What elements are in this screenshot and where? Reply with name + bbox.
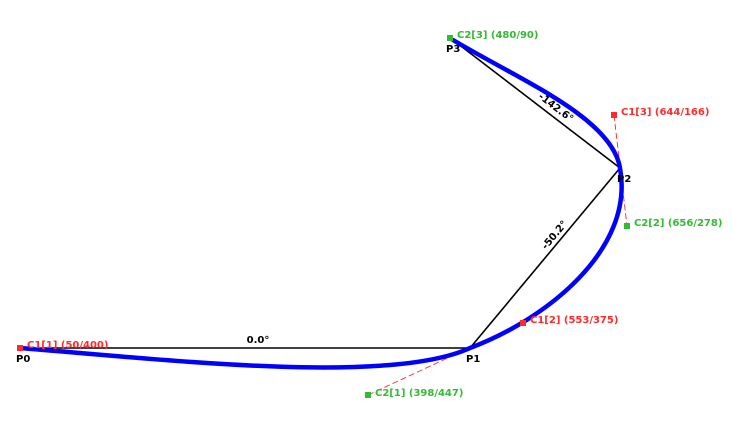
- polygon-segment-p2-p3: [452, 39, 621, 169]
- handle-line-p1: [367, 322, 524, 396]
- c1-3-marker[interactable]: [611, 112, 617, 118]
- point-label-p1: P1: [466, 354, 480, 365]
- c1-2-label: C1[2] (553/375): [530, 315, 618, 326]
- c2-3-label: C2[3] (480/90): [457, 30, 538, 41]
- angle-label-p0-p1: 0.0°: [247, 335, 270, 346]
- c2-2-label: C2[2] (656/278): [634, 218, 722, 229]
- control-points: [17, 35, 630, 398]
- point-label-p0: P0: [16, 354, 30, 365]
- polygon-segment-p1-p2: [469, 167, 621, 349]
- handle-lines: [367, 114, 628, 396]
- c1-1-marker[interactable]: [17, 345, 23, 351]
- c2-1-label: C2[1] (398/447): [375, 388, 463, 399]
- c2-3-marker[interactable]: [447, 35, 453, 41]
- control-polygon: [20, 39, 621, 349]
- c2-1-marker[interactable]: [365, 392, 371, 398]
- c2-2-marker[interactable]: [624, 223, 630, 229]
- point-label-p3: P3: [446, 44, 460, 55]
- bezier-curve: [17, 37, 624, 370]
- c1-2-marker[interactable]: [520, 320, 526, 326]
- point-label-p2: P2: [617, 174, 631, 185]
- c1-3-label: C1[3] (644/166): [621, 107, 709, 118]
- c1-1-label: C1[1] (50/400): [27, 340, 108, 351]
